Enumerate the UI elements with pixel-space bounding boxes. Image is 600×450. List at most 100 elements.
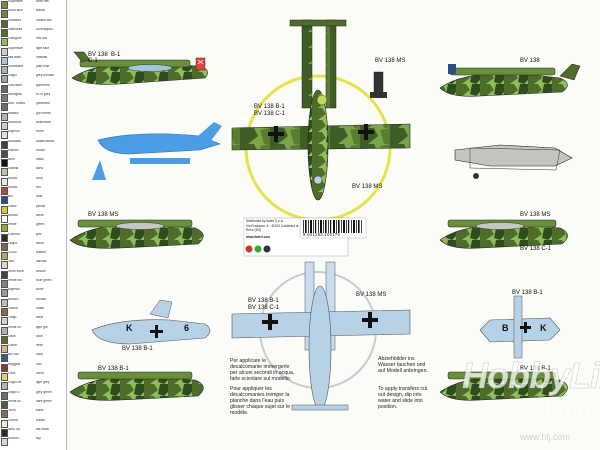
- label-mid-right-c1: BV 138 C-1: [520, 246, 552, 252]
- legend-label: Crema: [8, 418, 18, 422]
- legend-label: Sous-face: [8, 9, 23, 13]
- color-swatch: [1, 317, 8, 326]
- color-swatch: [1, 28, 8, 37]
- legend-label-alt: tyre: [36, 232, 42, 236]
- color-swatch: [1, 261, 8, 270]
- legend-label-alt: red: [36, 186, 41, 189]
- legend-label-alt: earth: [36, 409, 44, 413]
- color-swatch: [1, 428, 8, 437]
- legend-label: Trasp.: [8, 316, 18, 320]
- aircraft-underside-left: [91, 299, 211, 345]
- legend-row: Blu nav.navy: [0, 353, 66, 363]
- legend-label: Cuoio: [8, 251, 17, 255]
- legend-label-alt: light blue: [36, 46, 50, 50]
- instructions-fr: Pour appliquer les décalcomanies tremper…: [230, 386, 290, 416]
- tail-detail-view: [370, 71, 387, 98]
- label-lower-center-ms: BV 138 MS: [356, 292, 387, 298]
- legend-label: Ruggine: [8, 362, 21, 366]
- legend-label: Nero: [8, 158, 16, 162]
- color-swatch: [1, 196, 8, 205]
- legend-label-alt: brown: [36, 148, 45, 152]
- color-swatch: [1, 400, 8, 409]
- label-lower-right-b1: BV 138 B-1: [512, 290, 543, 296]
- label-top-center-c1: BV 138 C-1: [254, 111, 286, 117]
- legend-row: Trasp. clear: [0, 316, 66, 326]
- legend-label-alt: cream: [36, 418, 46, 422]
- label-bottom-left-b1: BV 138 B-1: [98, 366, 129, 372]
- color-swatch: [1, 10, 8, 19]
- legend-label: Verde: [8, 223, 17, 227]
- color-swatch: [1, 19, 8, 28]
- legend-label: Carne: [8, 344, 17, 348]
- legend-row: Nero op.flat black: [0, 428, 66, 437]
- color-swatch: [1, 159, 8, 168]
- color-swatch: [1, 363, 8, 372]
- legend-label-alt: Dunkelgrün: [36, 27, 53, 31]
- color-swatch: [1, 38, 8, 47]
- color-swatch: [1, 354, 8, 363]
- code-letter-left: K: [126, 323, 133, 333]
- color-swatch: [1, 56, 8, 65]
- color-swatch: [1, 419, 8, 428]
- legend-label-alt: clear: [36, 316, 44, 320]
- barcode-number: 8 001283 100175: [303, 232, 341, 237]
- legend-label: Grigio: [8, 74, 17, 78]
- legend-label: Verde ch.: [8, 325, 22, 329]
- label-top-right: BV 138: [520, 58, 540, 64]
- legend-label: Blu: [8, 195, 13, 199]
- legend-label-alt: navy: [36, 353, 43, 357]
- color-swatch: [1, 47, 8, 56]
- aircraft-profile-mid-left: [69, 219, 204, 249]
- aircraft-plan-view-top: [231, 19, 411, 222]
- color-swatch: [1, 391, 8, 400]
- aircraft-profile-bottom-left: [69, 371, 204, 401]
- color-swatch: [1, 289, 8, 298]
- legend-label: Azzurro: [8, 437, 20, 441]
- color-swatch: [1, 307, 8, 316]
- color-swatch: [1, 233, 8, 242]
- legend-label: Bianco: [8, 213, 19, 217]
- color-swatch: [1, 280, 8, 288]
- color-swatch: [1, 187, 8, 195]
- color-swatch: [1, 66, 8, 75]
- legend-row: Superficie light blue: [0, 47, 66, 56]
- color-swatch: [1, 1, 8, 9]
- legend-label-alt: light grey: [36, 381, 50, 385]
- grey-side-view: [454, 144, 573, 179]
- color-swatch: [1, 121, 8, 130]
- color-swatch: [1, 112, 8, 121]
- legend-label-alt: olive: [36, 334, 43, 338]
- legend-label: Superficie: [8, 46, 23, 50]
- legend-label-alt: gun metal: [36, 111, 51, 115]
- color-swatch: [1, 224, 8, 233]
- legend-label: Marron: [8, 148, 19, 152]
- legend-label: Alluminio: [8, 120, 22, 124]
- legend-label: des ailes: [8, 55, 22, 59]
- color-swatch: [1, 84, 8, 93]
- color-swatch: [1, 177, 8, 186]
- legend-label: Antracite: [8, 139, 22, 143]
- label-lower-left-b1: BV 138 B-1: [122, 346, 153, 352]
- aircraft-profile-mid-right: [439, 219, 568, 249]
